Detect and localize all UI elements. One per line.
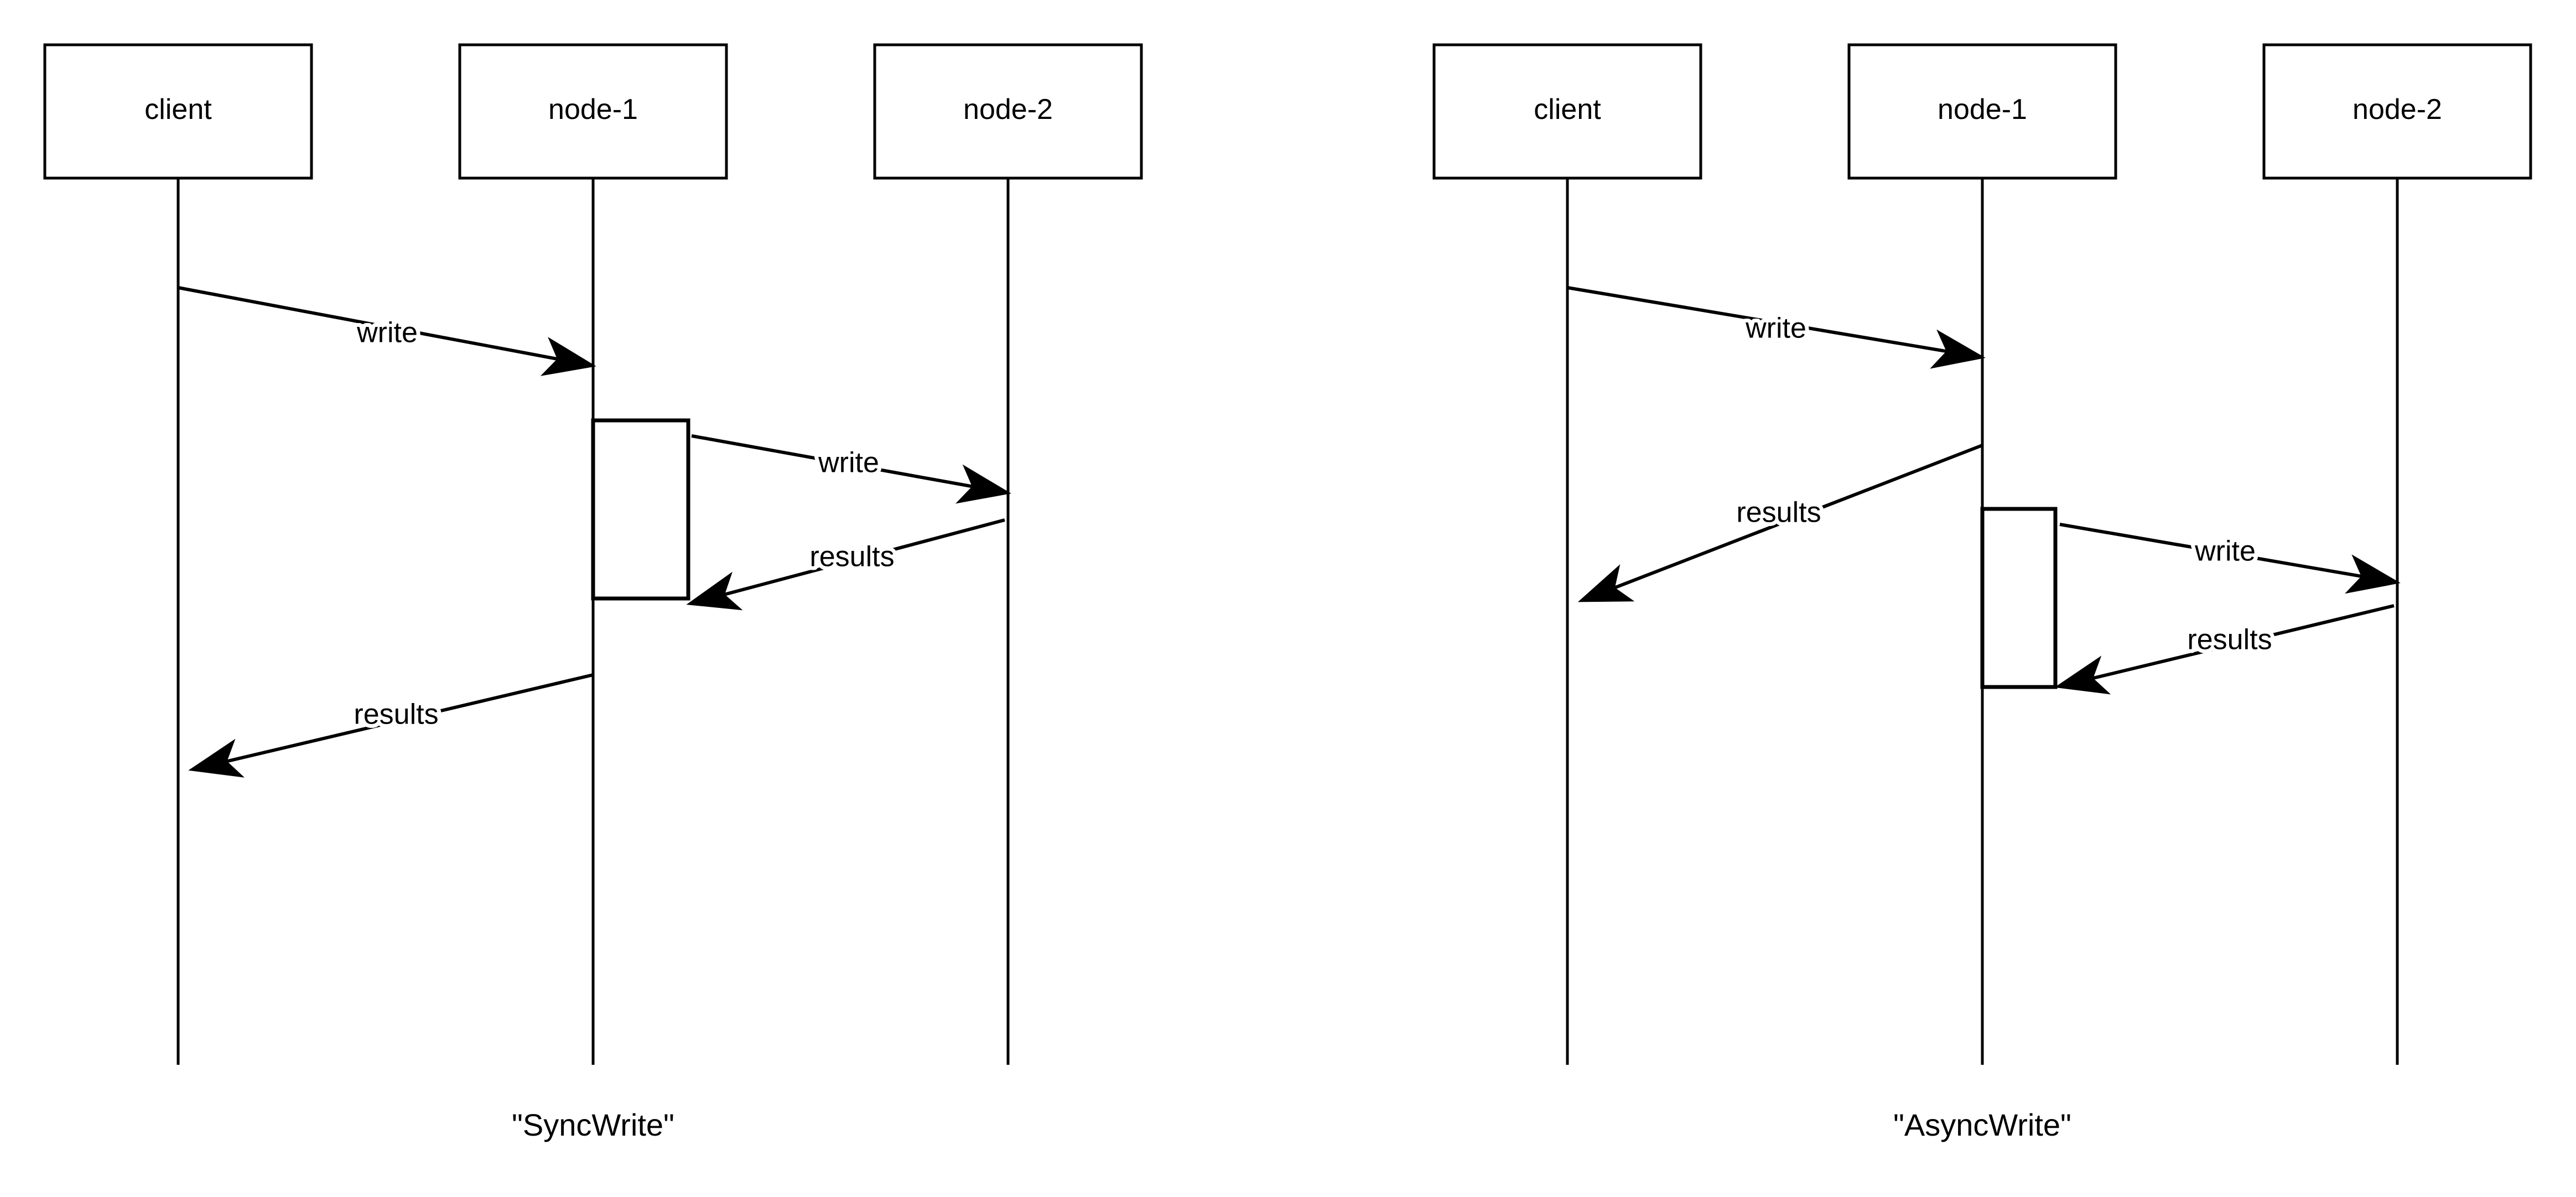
- diagram-async-write: client node-1 node-2 write results write resul…: [1432, 43, 2532, 1142]
- participant-label-client: client: [144, 93, 212, 126]
- message-client-write-node1[interactable]: write: [178, 286, 596, 376]
- message-label-node1-results-client: results: [1736, 497, 1821, 529]
- participant-node-2[interactable]: node-2: [873, 43, 1143, 180]
- participant-box-node-2: [873, 43, 1143, 180]
- diagram-layer: client node-1 node-2 write write results resul…: [43, 43, 2532, 1142]
- participant-node-1[interactable]: node-1: [1847, 43, 2117, 180]
- message-node1-results-client[interactable]: results: [188, 673, 594, 778]
- message-label-node2-results-node1: results: [2187, 624, 2272, 656]
- message-arrow-client-write-node1: [178, 286, 596, 376]
- message-node2-results-node1[interactable]: results: [2054, 604, 2395, 695]
- participant-box-client: [43, 43, 313, 180]
- participant-label-node-1: node-1: [548, 93, 638, 126]
- participant-client[interactable]: client: [43, 43, 313, 180]
- message-arrow-client-write-node1: [1567, 286, 1986, 369]
- participant-label-client: client: [1534, 93, 1601, 126]
- participant-box-node-2: [2262, 43, 2532, 180]
- message-node2-results-node1[interactable]: results: [686, 518, 1005, 611]
- message-arrow-node2-results-node1: [2054, 604, 2395, 695]
- message-label-node1-results-client: results: [354, 699, 438, 731]
- diagram-sync-write: client node-1 node-2 write write results resul…: [43, 43, 1143, 1142]
- message-label-client-write-node1: write: [356, 317, 418, 349]
- message-arrow-node1-results-client: [1577, 444, 1983, 602]
- message-arrow-node2-results-node1: [686, 518, 1005, 611]
- message-label-client-write-node1: write: [1745, 313, 1806, 345]
- message-node1-results-client[interactable]: results: [1577, 444, 1983, 602]
- message-label-node1-write-node2: write: [818, 447, 879, 479]
- participant-label-node-1: node-1: [1938, 93, 2027, 126]
- diagram-caption-sync-write: "SyncWrite": [512, 1107, 674, 1142]
- participant-box-client: [1432, 43, 1702, 180]
- message-client-write-node1[interactable]: write: [1567, 286, 1986, 369]
- participant-label-node-2: node-2: [963, 93, 1053, 126]
- message-arrow-node1-results-client: [188, 673, 594, 778]
- message-arrow-node1-write-node2: [2059, 523, 2401, 594]
- message-label-node2-results-node1: results: [809, 541, 894, 573]
- participant-box-node-1: [458, 43, 728, 180]
- participant-box-node-1: [1847, 43, 2117, 180]
- participant-label-node-2: node-2: [2352, 93, 2442, 126]
- participant-client[interactable]: client: [1432, 43, 1702, 180]
- participant-node-2[interactable]: node-2: [2262, 43, 2532, 180]
- participant-node-1[interactable]: node-1: [458, 43, 728, 180]
- activation-box-node-1-activation: [1980, 507, 2058, 689]
- activation-box-node-1-activation: [591, 418, 690, 601]
- message-arrow-node1-write-node2: [691, 434, 1011, 504]
- message-label-node1-write-node2: write: [2194, 535, 2256, 568]
- message-node1-write-node2[interactable]: write: [2059, 523, 2401, 594]
- message-node1-write-node2[interactable]: write: [691, 434, 1011, 504]
- diagram-caption-async-write: "AsyncWrite": [1893, 1107, 2071, 1142]
